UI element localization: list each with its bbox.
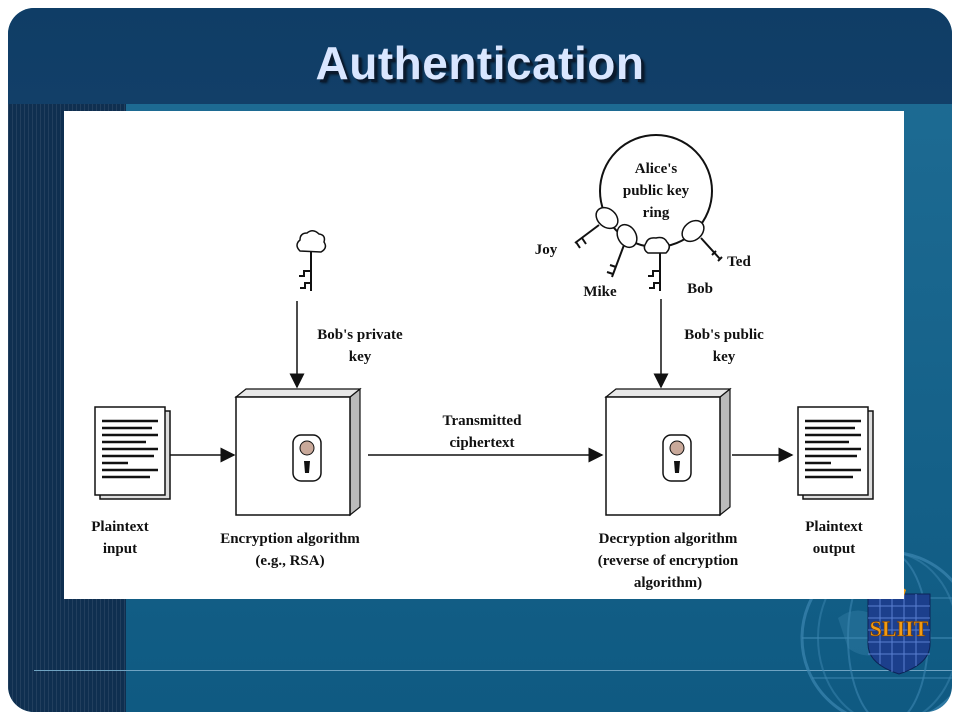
bob-label: Bob	[687, 281, 713, 297]
mike-key-icon	[606, 223, 638, 278]
private-key-label-2: key	[349, 349, 372, 365]
key-ring-label-2: public key	[623, 183, 690, 199]
plaintext-output-label-1: Plaintext	[805, 519, 863, 535]
decryption-algorithm-label-3: algorithm)	[634, 575, 702, 591]
key-ring-label-1: Alice's	[635, 161, 678, 177]
logo-text: SLIIT	[870, 616, 929, 641]
joy-label: Joy	[535, 242, 558, 258]
mike-label: Mike	[583, 284, 617, 300]
encryption-algorithm-label-1: Encryption algorithm	[220, 531, 360, 547]
encryption-lock-icon	[292, 434, 322, 482]
title-bar: Authentication	[8, 8, 952, 104]
private-key-label-1: Bob's private	[317, 327, 403, 343]
decryption-lock-icon	[662, 434, 692, 482]
joy-key-icon	[574, 206, 619, 249]
public-key-label-2: key	[713, 349, 736, 365]
ciphertext-label-1: Transmitted	[443, 413, 523, 429]
sliit-logo: SLIIT	[867, 586, 931, 675]
private-key-icon	[296, 230, 327, 291]
slide-title: Authentication	[315, 37, 645, 89]
plaintext-input-document-icon	[94, 406, 171, 500]
ted-key-icon	[681, 219, 723, 262]
bottom-rule	[34, 670, 952, 671]
public-key-label-1: Bob's public	[684, 327, 764, 343]
decryption-algorithm-label-2: (reverse of encryption	[598, 553, 739, 569]
decryption-algorithm-label-1: Decryption algorithm	[599, 531, 738, 547]
encryption-algorithm-label-2: (e.g., RSA)	[255, 553, 324, 569]
slide: Authentication SLIIT	[8, 8, 952, 712]
ted-label: Ted	[727, 254, 751, 270]
authentication-diagram: Plaintext input Encryption algorithm (e.…	[64, 111, 904, 599]
plaintext-output-document-icon	[797, 406, 874, 500]
plaintext-output-label-2: output	[813, 541, 856, 557]
key-ring-label-3: ring	[643, 205, 670, 221]
bob-key-icon	[643, 236, 670, 291]
plaintext-input-label-2: input	[103, 541, 137, 557]
ciphertext-label-2: ciphertext	[450, 435, 515, 451]
plaintext-input-label-1: Plaintext	[91, 519, 149, 535]
